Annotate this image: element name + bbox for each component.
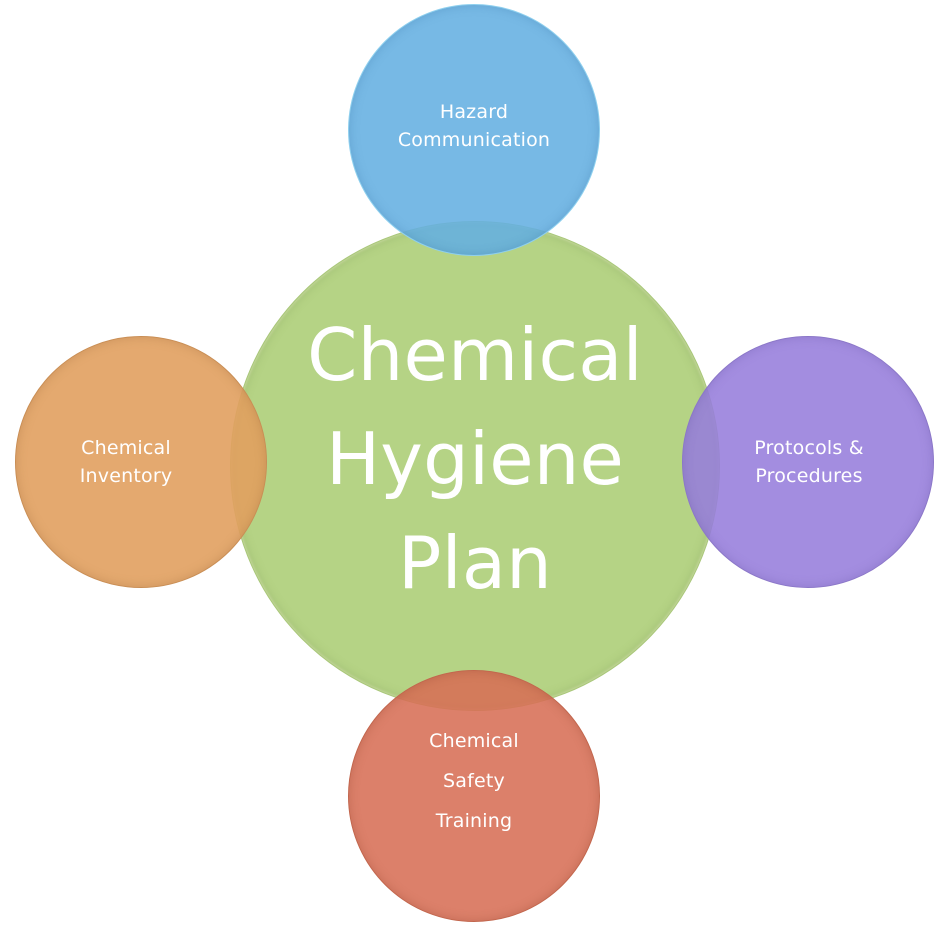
node-chemical-safety-training: Chemical Safety Training — [348, 670, 600, 922]
node-hazard-communication: Hazard Communication — [348, 4, 600, 256]
center-label: Chemical Hygiene Plan — [307, 313, 643, 605]
node-chemical-inventory: Chemical Inventory — [15, 336, 267, 588]
node-protocols-procedures: Protocols & Procedures — [682, 336, 934, 588]
node-label-protocols-procedures: Protocols & Procedures — [754, 437, 864, 487]
node-label-hazard-communication: Hazard Communication — [397, 101, 551, 151]
node-label-chemical-safety-training: Chemical Safety Training — [429, 730, 519, 832]
node-label-chemical-inventory: Chemical Inventory — [79, 437, 173, 487]
center-circle-chemical-hygiene-plan: Chemical Hygiene Plan — [230, 221, 720, 711]
